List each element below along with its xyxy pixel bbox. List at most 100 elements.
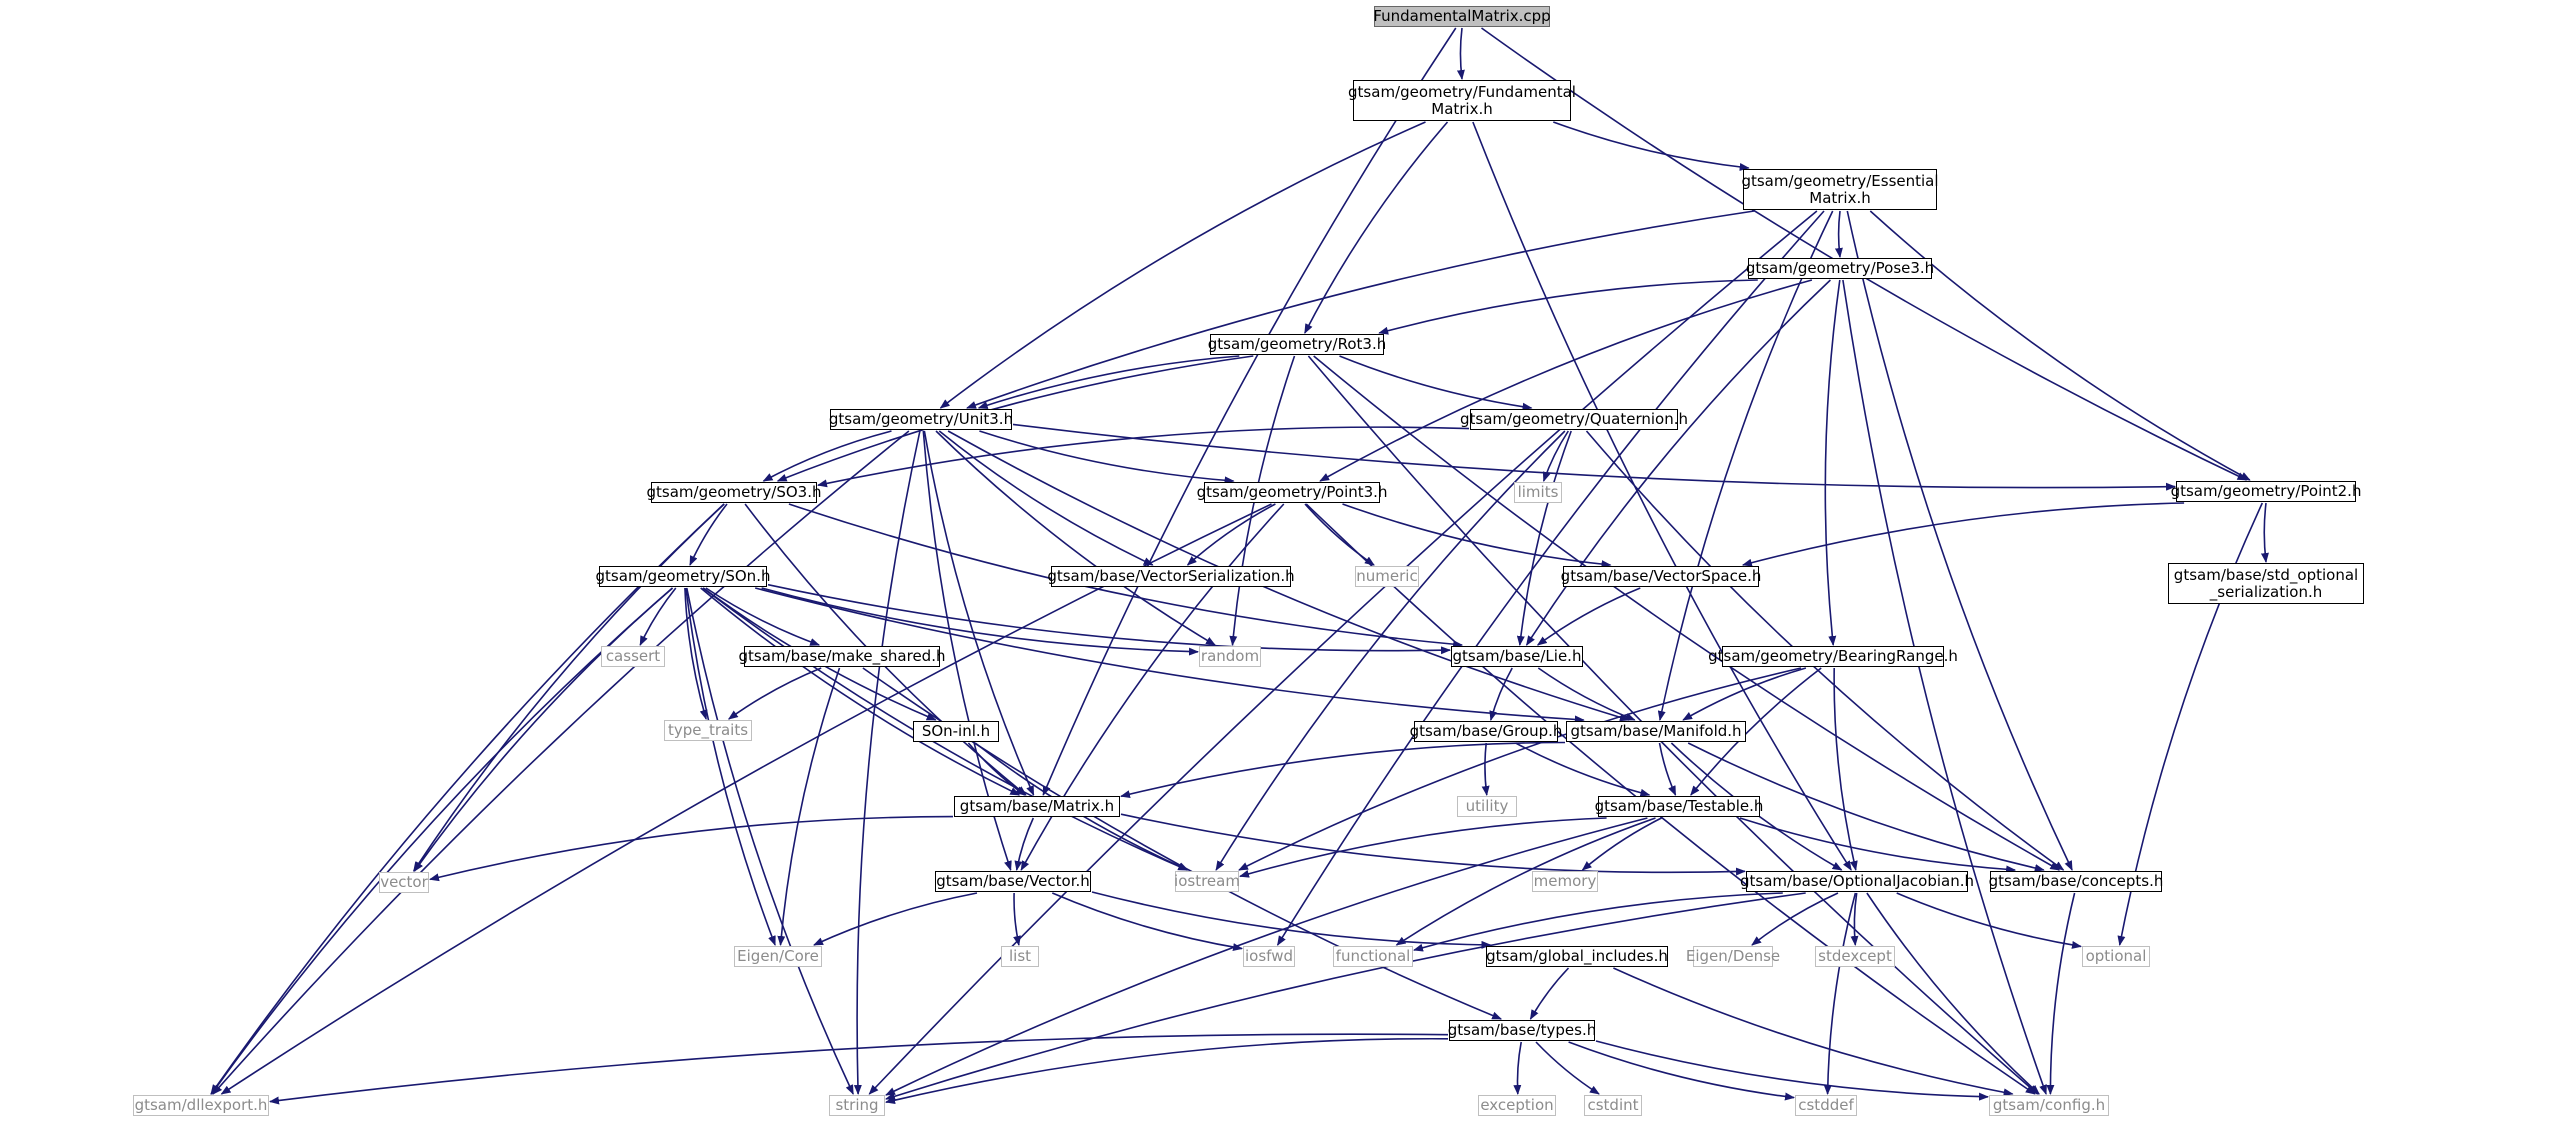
edge-quat-to-iostream	[1215, 430, 1566, 871]
edge-rot3-to-quat	[1339, 355, 1533, 411]
edge-bearing-to-iostream	[1238, 667, 1802, 871]
edge-types-to-cstddef	[1568, 1041, 1795, 1101]
node-manifold[interactable]: gtsam/base/Manifold.h	[1566, 721, 1746, 742]
node-memory: memory	[1532, 871, 1598, 892]
node-limits: limits	[1514, 482, 1562, 503]
node-soninl[interactable]: SOn-inl.h	[913, 721, 999, 742]
edge-son-to-typetraits	[684, 587, 708, 720]
node-stdexcept: stdexcept	[1815, 946, 1895, 967]
edge-unit3-to-dllexport	[212, 430, 910, 1095]
node-cstddef: cstddef	[1795, 1095, 1857, 1116]
edge-testable-to-string	[885, 817, 1648, 1096]
node-unit3[interactable]: gtsam/geometry/Unit3.h	[828, 409, 1014, 430]
edge-unit3-to-random	[935, 430, 1216, 646]
edge-testable-to-functional	[1395, 817, 1656, 946]
edge-em_h-to-point2	[1869, 210, 2251, 481]
edge-quat-to-lie	[1516, 430, 1572, 646]
edge-group-to-testable	[1515, 742, 1651, 797]
edge-types-to-exception	[1513, 1041, 1522, 1095]
edge-types-to-dllexport	[269, 1033, 1449, 1105]
node-list: list	[1001, 946, 1039, 967]
edge-son-to-manifold	[754, 587, 1585, 724]
edge-lie-to-group	[1489, 667, 1513, 721]
node-em-h[interactable]: gtsam/geometry/Essential Matrix.h	[1741, 169, 1939, 210]
edge-bearing-to-testable	[1690, 667, 1822, 796]
node-dllexport: gtsam/dllexport.h	[133, 1095, 269, 1116]
node-fm-cpp[interactable]: FundamentalMatrix.cpp	[1373, 6, 1551, 27]
edge-bearing-to-manifold	[1682, 667, 1807, 721]
edge-pose3-to-rot3	[1378, 279, 1758, 335]
edge-fm_cpp-to-matrix	[1042, 27, 1457, 796]
edge-point2-to-vecspace	[1741, 502, 2185, 567]
node-quat[interactable]: gtsam/geometry/Quaternion.h	[1460, 409, 1688, 430]
edge-matrix-to-vectorh	[1014, 817, 1035, 871]
node-rot3[interactable]: gtsam/geometry/Rot3.h	[1207, 334, 1387, 355]
node-optional: optional	[2082, 946, 2150, 967]
edge-manifold-to-matrix	[1120, 741, 1566, 799]
node-bearing[interactable]: gtsam/geometry/BearingRange.h	[1708, 646, 1958, 667]
node-lie[interactable]: gtsam/base/Lie.h	[1451, 646, 1583, 667]
node-concepts[interactable]: gtsam/base/concepts.h	[1988, 871, 2164, 892]
node-point3[interactable]: gtsam/geometry/Point3.h	[1196, 482, 1388, 503]
node-fm-h[interactable]: gtsam/geometry/Fundamental Matrix.h	[1348, 80, 1576, 121]
edge-pose3-to-lie	[1525, 279, 1831, 646]
edge-pose3-to-bearing	[1824, 279, 1841, 646]
node-so3[interactable]: gtsam/geometry/SO3.h	[646, 482, 822, 503]
edge-em_h-to-concepts	[1846, 210, 2073, 871]
edge-son-to-string	[686, 587, 854, 1095]
node-functional: functional	[1333, 946, 1413, 967]
edge-so3-to-son	[689, 503, 728, 566]
node-vecspace[interactable]: gtsam/base/VectorSpace.h	[1560, 566, 1762, 587]
node-makeshared[interactable]: gtsam/base/make_shared.h	[738, 646, 946, 667]
edge-pose3-to-config	[1842, 279, 2047, 1095]
edge-point3-to-numeric	[1304, 503, 1375, 566]
node-string: string	[829, 1095, 885, 1116]
node-typetraits: type_traits	[664, 720, 752, 741]
edge-em_h-to-iosfwd	[1276, 210, 1825, 946]
node-point2[interactable]: gtsam/geometry/Point2.h	[2170, 481, 2362, 502]
node-stdopt[interactable]: gtsam/base/std_optional _serialization.h	[2168, 563, 2364, 604]
node-pose3[interactable]: gtsam/geometry/Pose3.h	[1745, 258, 1935, 279]
edge-so3-to-lie	[788, 503, 1464, 649]
node-types[interactable]: gtsam/base/types.h	[1447, 1020, 1597, 1041]
node-globalinc[interactable]: gtsam/global_includes.h	[1486, 946, 1668, 967]
edge-concepts-to-config	[2046, 892, 2076, 1095]
node-exception: exception	[1478, 1095, 1556, 1116]
edge-point3-to-vecspace	[1342, 503, 1612, 569]
node-group[interactable]: gtsam/base/Group.h	[1409, 721, 1563, 742]
node-matrix[interactable]: gtsam/base/Matrix.h	[954, 796, 1120, 817]
node-testable[interactable]: gtsam/base/Testable.h	[1594, 796, 1764, 817]
node-eigencore: Eigen/Core	[734, 946, 822, 967]
node-vecser[interactable]: gtsam/base/VectorSerialization.h	[1047, 566, 1295, 587]
node-eigendense: Eigen/Dense	[1685, 946, 1781, 967]
node-cstdint: cstdint	[1584, 1095, 1642, 1116]
edge-em_h-to-unit3	[966, 210, 1755, 409]
edge-son-to-eigencore	[685, 587, 776, 946]
edge-son-to-lie	[767, 583, 1451, 655]
edge-types-to-config	[1595, 1040, 1989, 1101]
edge-quat-to-limits	[1542, 430, 1569, 482]
node-son[interactable]: gtsam/geometry/SOn.h	[595, 566, 771, 587]
edge-globalinc-to-config	[1613, 967, 2014, 1097]
edge-optjac-to-eigendense	[1751, 892, 1839, 946]
edge-fm_h-to-em_h	[1553, 121, 1750, 171]
node-optjac[interactable]: gtsam/base/OptionalJacobian.h	[1740, 871, 1975, 892]
node-vectorh[interactable]: gtsam/base/Vector.h	[935, 871, 1091, 892]
edge-unit3-to-string	[853, 430, 921, 1095]
edge-unit3-to-so3	[762, 430, 892, 482]
node-iosfwd: iosfwd	[1243, 946, 1295, 967]
node-utility: utility	[1457, 796, 1517, 817]
node-cassert: cassert	[601, 646, 665, 667]
edge-unit3-to-point2	[1012, 423, 2176, 491]
edge-optjac-to-config	[1866, 892, 2040, 1095]
edge-optjac-to-functional	[1413, 892, 1783, 952]
edge-vectorh-to-eigencore	[813, 892, 978, 946]
edge-fm_h-to-optjac	[1472, 121, 1852, 871]
edge-point3-to-vecser	[1186, 503, 1276, 566]
edge-testable-to-iostream	[1239, 817, 1607, 878]
edge-bearing-to-optjac	[1833, 667, 1858, 871]
edge-rot3-to-concepts	[1313, 355, 2061, 871]
edge-vectorh-to-iosfwd	[1051, 892, 1243, 952]
edge-matrix-to-optjac	[1120, 813, 1746, 876]
